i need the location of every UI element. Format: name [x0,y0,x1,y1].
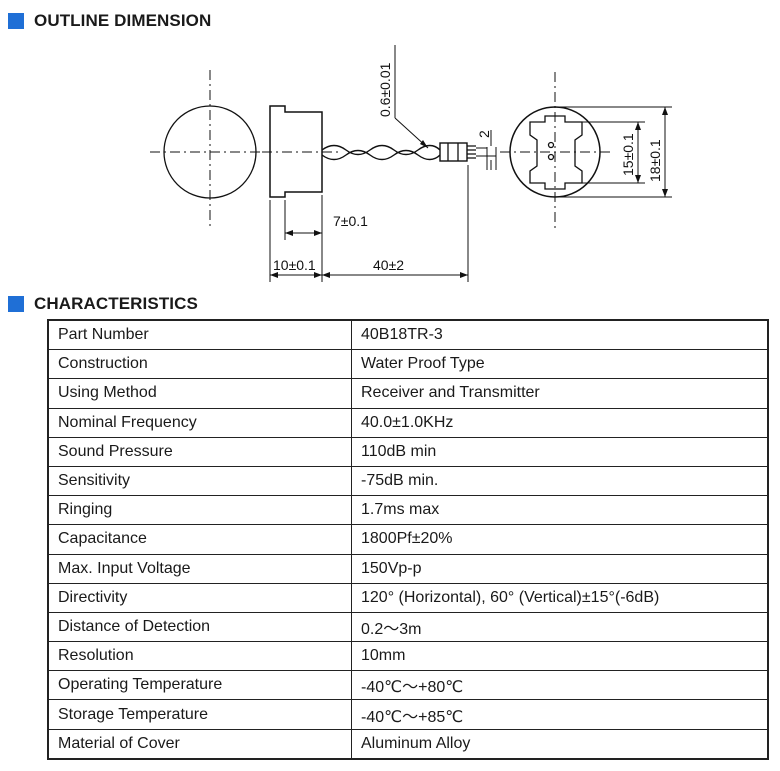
spec-value: Receiver and Transmitter [351,378,769,409]
spec-key: Material of Cover [47,728,352,760]
outline-dimension-header: OUTLINE DIMENSION [8,11,211,31]
spec-key: Resolution [47,641,352,672]
connector [439,142,468,162]
spec-value: 120° (Horizontal), 60° (Vertical)±15°(-6… [351,582,769,613]
dim-outer-diameter: 18±0.1 [647,139,663,182]
table-row: Operating Temperature-40℃～+80℃ [47,670,769,701]
dim-cap-depth: 7±0.1 [333,213,368,229]
spec-value: 40B18TR-3 [351,319,769,351]
dim-wire-diameter: 0.6±0.01 [377,62,393,117]
spec-value: Aluminum Alloy [351,728,769,760]
spec-key: Sensitivity [47,465,352,497]
section-title: CHARACTERISTICS [34,294,198,313]
spec-value: 1.7ms max [351,495,769,526]
spec-key: Ringing [47,495,352,526]
spec-value: 150Vp-p [351,553,769,584]
spec-value: 40.0±1.0KHz [351,407,769,438]
spec-key: Storage Temperature [47,699,352,730]
table-row: Sensitivity-75dB min. [47,465,769,497]
outline-drawing: 0.6±0.01 2 15±0.1 18±0.1 7±0.1 10±0.1 40… [150,45,672,282]
spec-value: 110dB min [351,436,769,467]
spec-value: Water Proof Type [351,349,769,380]
dim-connector-pitch: 2 [476,130,492,138]
spec-value: 10mm [351,641,769,672]
section-bullet-icon [8,296,24,312]
spec-key: Distance of Detection [47,611,352,643]
spec-value: 0.2～3m [351,611,769,643]
spec-value: -40℃～+85℃ [351,699,769,730]
section-title: OUTLINE DIMENSION [34,11,212,30]
spec-key: Part Number [47,319,352,351]
spec-key: Using Method [47,378,352,409]
characteristics-header: CHARACTERISTICS [8,294,198,314]
spec-value: -40℃～+80℃ [351,670,769,701]
spec-key: Max. Input Voltage [47,553,352,584]
spec-key: Sound Pressure [47,436,352,467]
spec-value: 1800Pf±20% [351,524,769,555]
spec-key: Capacitance [47,524,352,555]
spec-value: -75dB min. [351,465,769,497]
dim-body-length: 10±0.1 [273,257,316,273]
spec-key: Directivity [47,582,352,613]
dim-inner-width: 15±0.1 [620,133,636,176]
dim-wire-length: 40±2 [373,257,404,273]
spec-key: Operating Temperature [47,670,352,701]
spec-key: Nominal Frequency [47,407,352,438]
body-side-view [269,105,323,198]
table-row: Storage Temperature-40℃～+85℃ [47,699,769,730]
spec-key: Construction [47,349,352,380]
twisted-wire [321,144,441,156]
section-bullet-icon [8,13,24,29]
